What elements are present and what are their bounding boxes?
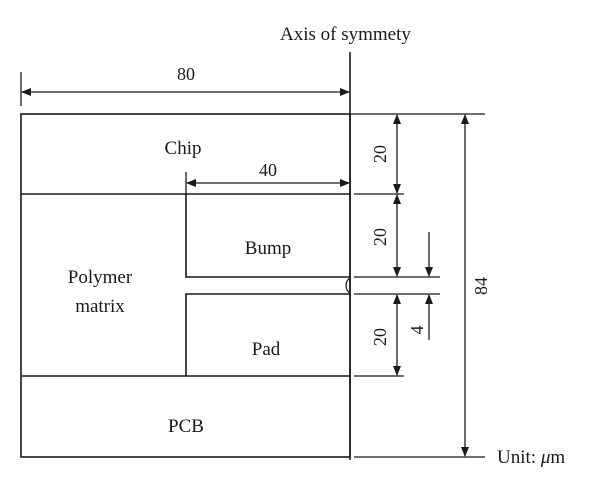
bump-label: Bump	[245, 238, 291, 259]
unit-prefix: Unit:	[497, 447, 541, 468]
axis-label: Axis of symmety	[280, 24, 411, 45]
bump-outline	[185, 194, 350, 278]
polymer-matrix-label-line2: matrix	[75, 296, 125, 317]
chip-label: Chip	[165, 138, 202, 159]
total-height-label: 84	[471, 277, 491, 295]
pad-label: Pad	[252, 339, 281, 360]
unit-label: Unit: μm	[497, 447, 565, 468]
pcb-label: PCB	[168, 416, 204, 437]
gap-label: 4	[407, 326, 427, 335]
unit-symbol: μ	[540, 447, 551, 468]
bump-width-label: 40	[259, 160, 277, 180]
unit-suffix: m	[550, 447, 565, 468]
pad-height-label: 20	[370, 328, 390, 346]
chip-height-label: 20	[370, 145, 390, 163]
pad-outline	[185, 293, 350, 376]
polymer-matrix-label-line1: Polymer	[68, 267, 133, 288]
gap-notch	[345, 277, 351, 294]
total-width-label: 80	[177, 64, 195, 84]
bump-height-label: 20	[370, 228, 390, 246]
